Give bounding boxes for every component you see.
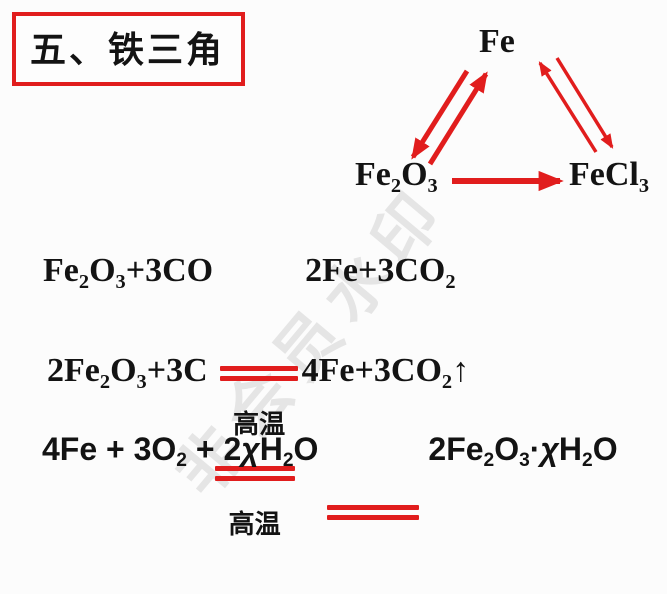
equation-1-reactants: Fe2O3+3CO: [43, 252, 214, 293]
equation-3: 4Fe + 3O2 + 2χH2O 2Fe2O3·χH2O: [42, 431, 618, 594]
equation-3-equals: [327, 431, 420, 594]
arrow-fe-to-fe2o3: [410, 69, 470, 160]
double-line-equals: [220, 366, 299, 381]
title-box: 五、铁三角: [12, 12, 246, 86]
equation-1-products: 2Fe+3CO2: [305, 252, 456, 293]
triangle-arrows: [410, 57, 614, 192]
double-line-equals: [327, 505, 420, 520]
arrow-fe2o3-to-fe: [427, 71, 489, 166]
arrow-fe-to-fecl3: [555, 57, 614, 149]
equation-2-products: 4Fe+3CO2↑: [301, 352, 470, 393]
node-fecl3: FeCl3: [569, 156, 650, 197]
node-fe2o3: Fe2O3: [355, 156, 438, 197]
equation-1-condition: 高温: [233, 410, 286, 439]
equation-2-reactants: 2Fe2O3+3C: [47, 352, 208, 393]
equation-1-equals: 高温: [220, 252, 299, 457]
equation-1: Fe2O3+3CO 高温 2Fe+3CO2: [43, 252, 456, 457]
equation-3-products: 2Fe2O3·χH2O: [428, 431, 618, 472]
slide-content: 五、铁三角 Fe Fe2O3 FeCl3 Fe2O3+3CO 高温 2Fe+3C…: [12, 12, 650, 539]
node-fe: Fe: [479, 23, 515, 60]
equation-2: 2Fe2O3+3C 高温 4Fe+3CO2↑: [47, 352, 469, 557]
equation-3-reactants: 4Fe + 3O2 + 2χH2O: [42, 431, 319, 472]
page-title: 五、铁三角: [30, 29, 226, 70]
double-line-equals: [214, 466, 295, 481]
arrow-fecl3-to-fe: [538, 61, 598, 153]
